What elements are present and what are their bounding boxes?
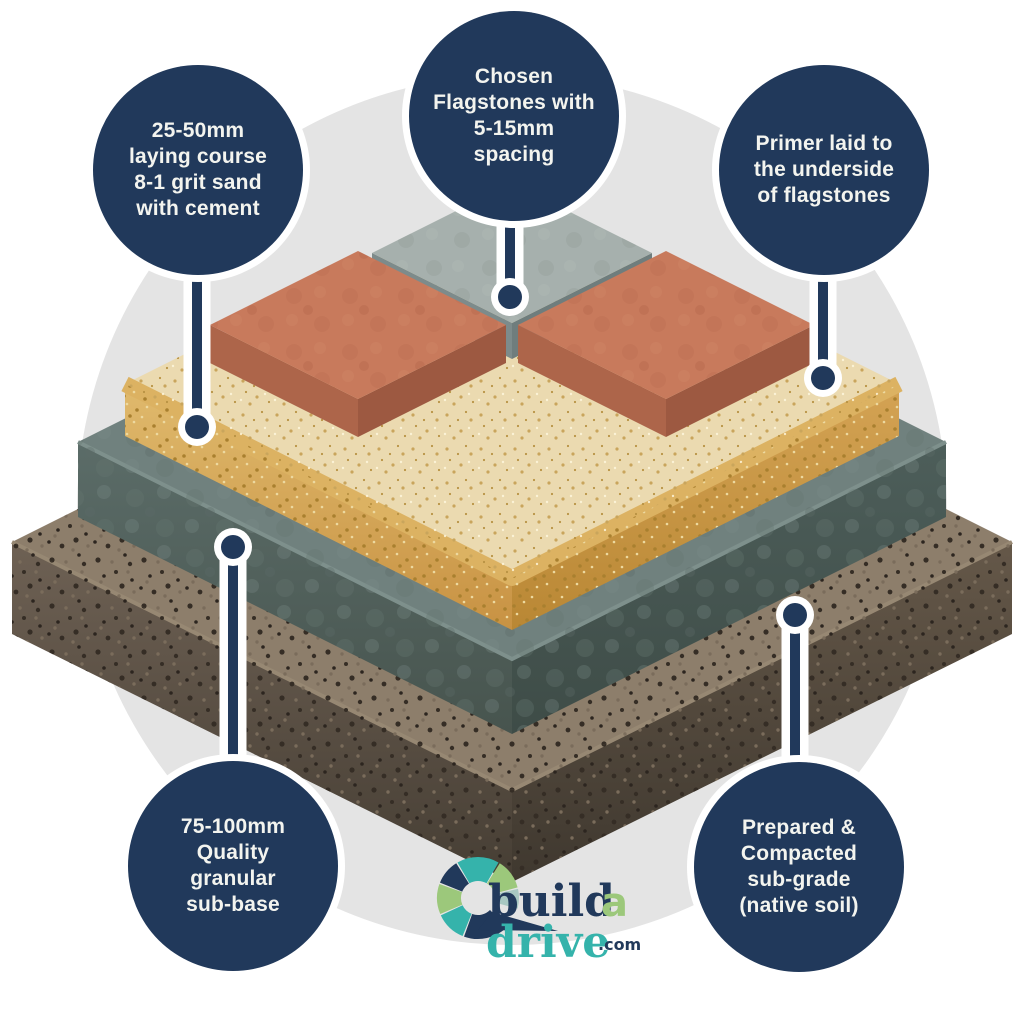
subbase-left-blotch xyxy=(78,442,512,734)
callout-line: sub-grade xyxy=(747,868,851,891)
flagstone-orange-right-sw-face xyxy=(518,325,666,437)
logo-word-build: build xyxy=(488,876,615,927)
logo: build a drive .com xyxy=(437,857,641,968)
dot-primer xyxy=(811,366,835,390)
callout-sub-grade: Prepared & Compacted sub-grade (native s… xyxy=(694,762,904,972)
connectors xyxy=(178,136,842,804)
flagstone-orange-left-blotch xyxy=(210,251,506,399)
dot-laying-course xyxy=(185,415,209,439)
callout-primer: Primer laid to the underside of flagston… xyxy=(719,65,929,275)
flagstone-orange-right xyxy=(518,251,814,437)
callout-line: 75-100mm xyxy=(180,815,286,838)
logo-word-drive: drive xyxy=(486,917,610,968)
sand-right-speckle xyxy=(512,384,899,630)
logo-ring-seg-right xyxy=(494,888,519,909)
callout-line: the underside xyxy=(753,158,895,181)
callout-line: sub-base xyxy=(186,893,280,916)
logo-ring-seg-left xyxy=(437,884,463,914)
callout-line: Prepared & xyxy=(741,816,857,839)
callout-laying-course: 25-50mm laying course 8-1 grit sand with… xyxy=(93,65,303,275)
logo-ring-seg-topleft xyxy=(439,863,470,893)
callout-line: 8-1 grit sand xyxy=(134,171,262,194)
flagstone-orange-left xyxy=(210,251,506,437)
flagstone-orange-right-blotch xyxy=(518,251,814,399)
logo-ring-tail xyxy=(478,912,558,931)
callout-line: Chosen xyxy=(474,65,554,88)
logo-ring-seg-top xyxy=(457,857,499,884)
callout-line: Flagstones with xyxy=(433,91,595,114)
callout-line: Compacted xyxy=(740,842,858,865)
callout-line: with cement xyxy=(136,197,260,220)
dot-sub-base xyxy=(221,535,245,559)
soil-left-speckle xyxy=(12,542,512,882)
dot-sub-grade xyxy=(783,603,807,627)
callout-line: Quality xyxy=(196,841,270,864)
flagstone-orange-left-sw-face xyxy=(210,325,358,437)
callout-line: of flagstones xyxy=(757,184,891,207)
flagstone-orange-right-se-face xyxy=(666,325,814,437)
callout-line: (native soil) xyxy=(739,894,859,917)
logo-word-a: a xyxy=(601,880,628,926)
flagstone-orange-left-se-face xyxy=(358,325,506,437)
dot-flagstones xyxy=(498,285,522,309)
callout-line: laying course xyxy=(129,145,267,168)
soil-right-speckle xyxy=(512,542,1012,882)
callout-sub-base: 75-100mm Quality granular sub-base xyxy=(128,761,338,971)
callout-line: 25-50mm xyxy=(151,119,245,142)
callout-line: Primer laid to xyxy=(755,132,893,155)
subbase-right-blotch xyxy=(512,442,946,734)
logo-word-dotcom: .com xyxy=(598,935,641,954)
callout-line: spacing xyxy=(473,143,555,166)
sand-left-speckle xyxy=(125,384,512,630)
callout-line: granular xyxy=(190,867,276,890)
logo-ring-seg-topright xyxy=(486,863,518,895)
logo-ring-seg-bottomleft xyxy=(440,904,473,937)
callout-flagstones: Chosen Flagstones with 5-15mm spacing xyxy=(409,11,619,221)
callout-line: 5-15mm xyxy=(473,117,555,140)
